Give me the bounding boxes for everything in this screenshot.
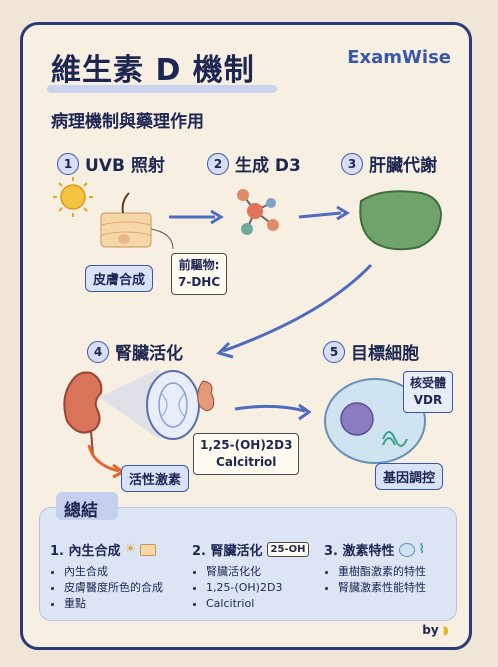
- summary-item: 皮膚醫度所色的合成: [64, 581, 190, 594]
- arrow-icon: [87, 444, 120, 473]
- receptor-tag: 核受體 VDR: [403, 371, 454, 413]
- step-label: UVB 照射: [85, 156, 165, 176]
- step-3-heading: 3 肝臟代謝: [341, 151, 437, 176]
- arrow-icon: [298, 211, 342, 219]
- receptor-label: 核受體: [410, 376, 447, 390]
- summary-heading: 2. 腎臟活化 25-OH: [192, 540, 322, 559]
- step-number: 4: [87, 340, 109, 363]
- title-highlight: [47, 85, 277, 93]
- liver-icon: [359, 190, 443, 251]
- step-label: 腎臟活化: [115, 344, 183, 364]
- step-label: 肝臟代謝: [369, 156, 437, 176]
- step-5-heading: 5 目標細胞: [323, 339, 419, 364]
- kidney-section-icon: [146, 370, 200, 440]
- step-2-heading: 2 生成 D3: [207, 151, 301, 176]
- banana-icon: ◗: [442, 623, 449, 637]
- summary-item: 1,25-(OH)2D3: [206, 581, 322, 594]
- step-number: 3: [341, 152, 363, 175]
- calcitriol-name: Calcitriol: [216, 455, 277, 469]
- summary-item: 腎臟激素性能特性: [338, 581, 452, 594]
- calcitriol-note: 1,25-(OH)2D3 Calcitriol: [193, 433, 300, 475]
- precursor-label: 前驅物:: [178, 258, 220, 272]
- step-4-heading: 4 腎臟活化: [87, 339, 183, 364]
- active-hormone-tag: 活性激素: [121, 465, 190, 492]
- target-cell-icon: [324, 378, 426, 464]
- page-title: 維生素 D 機制: [51, 53, 255, 88]
- step-label: 目標細胞: [351, 344, 419, 364]
- summary-item: 重樹酯激素的特性: [338, 565, 452, 578]
- calcitriol-formula: 1,25-(OH)2D3: [200, 438, 293, 452]
- step-number: 2: [207, 152, 229, 175]
- arrow-icon: [234, 404, 306, 413]
- gene-control-tag: 基因調控: [375, 463, 444, 490]
- step-1-heading: 1 UVB 照射: [57, 151, 165, 176]
- summary-column-3: 3. 激素特性 ⌇ 重樹酯激素的特性 腎臟激素性能特性: [324, 540, 452, 597]
- brand-logo: ExamWise: [347, 47, 451, 68]
- byline: by ◗: [422, 623, 449, 637]
- receptor-value: VDR: [413, 393, 443, 407]
- summary-heading-text: 2. 腎臟活化: [192, 544, 263, 559]
- skin-layer-icon: [100, 192, 152, 248]
- summary-list: 腎臟活化化 1,25-(OH)2D3 Calcitriol: [192, 565, 322, 610]
- summary-column-1: 1. 內生合成 ☀ 內生合成 皮膚醫度所色的合成 重點: [50, 540, 190, 613]
- summary-list: 重樹酯激素的特性 腎臟激素性能特性: [324, 565, 452, 594]
- sun-icon: ☀: [124, 542, 137, 557]
- cell-icon: [398, 542, 415, 557]
- dna-icon: ⌇: [418, 542, 425, 557]
- summary-badge: 25-OH: [266, 542, 310, 557]
- summary-panel: 總結 1. 內生合成 ☀ 內生合成 皮膚醫度所色的合成 重點 2. 腎臟活化 2…: [39, 492, 457, 621]
- summary-heading: 1. 內生合成 ☀: [50, 540, 190, 559]
- page-subtitle: 病理機制與藥理作用: [51, 112, 204, 132]
- byline-text: by: [422, 623, 439, 637]
- summary-item: 重點: [64, 597, 190, 610]
- skin-icon: [140, 543, 157, 556]
- arrow-icon: [222, 263, 373, 353]
- sun-icon: [53, 177, 93, 217]
- summary-heading-text: 1. 內生合成: [50, 544, 121, 559]
- summary-column-2: 2. 腎臟活化 25-OH 腎臟活化化 1,25-(OH)2D3 Calcitr…: [192, 540, 322, 613]
- precursor-note: 前驅物: 7-DHC: [171, 253, 228, 295]
- kidney-icon: [63, 371, 103, 434]
- summary-item: 腎臟活化化: [206, 565, 322, 578]
- pathway-illustration: [53, 177, 443, 479]
- summary-item: 內生合成: [64, 565, 190, 578]
- summary-item: Calcitriol: [206, 597, 322, 610]
- summary-title-highlight: [56, 492, 118, 520]
- molecule-icon: [237, 189, 279, 235]
- summary-heading-text: 3. 激素特性: [324, 544, 395, 559]
- step-number: 5: [323, 340, 345, 363]
- precursor-value: 7-DHC: [178, 275, 221, 289]
- step-label: 生成 D3: [235, 156, 301, 176]
- summary-list: 內生合成 皮膚醫度所色的合成 重點: [50, 565, 190, 610]
- step-number: 1: [57, 152, 79, 175]
- summary-title: 總結: [64, 501, 98, 521]
- infographic-card: 維生素 D 機制 ExamWise 病理機制與藥理作用 1 UVB 照射 2 生…: [20, 22, 472, 650]
- skin-synthesis-tag: 皮膚合成: [85, 265, 154, 292]
- summary-heading: 3. 激素特性 ⌇: [324, 540, 452, 559]
